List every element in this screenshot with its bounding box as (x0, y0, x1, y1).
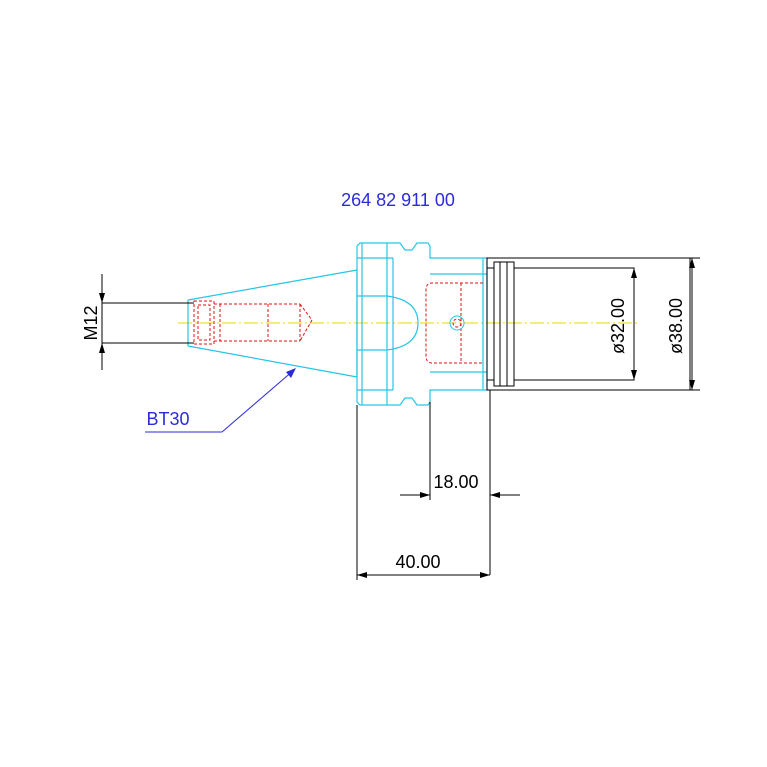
dim-40-value: 40.00 (395, 552, 440, 572)
dimension-40: 40.00 (356, 405, 490, 580)
dimension-d38: ø38.00 (666, 257, 700, 391)
hidden-bore-lines (193, 282, 483, 364)
dim-d38-value: ø38.00 (666, 298, 686, 354)
dimension-d32: ø32.00 (608, 268, 637, 380)
dimension-m12: M12 (81, 274, 194, 370)
taper-leader: BT30 (145, 368, 296, 433)
coolant-port (449, 315, 465, 331)
thread-label: M12 (81, 305, 101, 340)
shank-body (486, 257, 691, 391)
part-number-title: 264 82 911 00 (341, 190, 455, 210)
dim-18-value: 18.00 (433, 472, 478, 492)
taper-label: BT30 (146, 409, 189, 429)
dim-d32-value: ø32.00 (608, 298, 628, 354)
tool-holder-outline (187, 242, 488, 406)
dimension-18: 18.00 (400, 390, 520, 575)
